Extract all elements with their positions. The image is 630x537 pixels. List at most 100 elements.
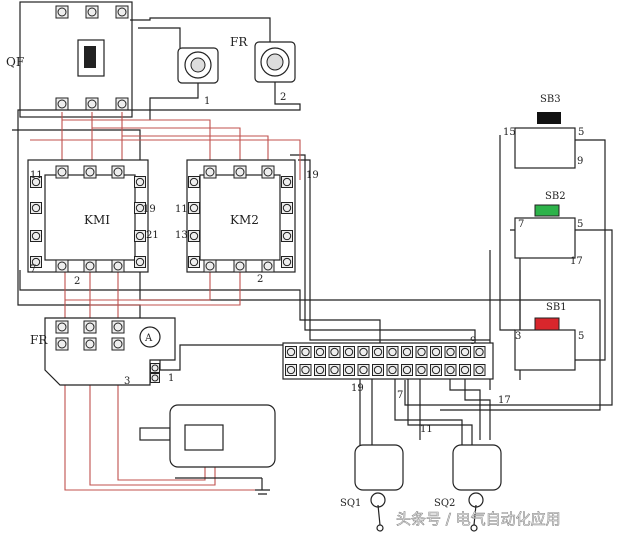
screw-icon [359, 347, 368, 357]
screw-icon [431, 347, 441, 357]
screw-icon [117, 99, 127, 109]
label-sb2-7: 7 [518, 219, 524, 230]
label-km2: KM2 [230, 213, 259, 227]
screw-terminal [444, 364, 457, 376]
label-km1-19: 19 [143, 204, 156, 215]
screw-icon [286, 365, 296, 375]
terminal-strip [282, 342, 494, 380]
screw-icon [113, 167, 123, 177]
screw-icon [263, 261, 273, 271]
screw-terminal [299, 346, 312, 358]
screw-terminal [134, 202, 146, 214]
label-sb1-5: 5 [578, 331, 584, 342]
screw-icon [263, 167, 273, 177]
screw-terminal [473, 346, 486, 358]
screw-icon [286, 347, 296, 357]
label-strip-9: 9 [470, 336, 476, 347]
screw-icon [359, 365, 368, 375]
screw-terminal [343, 364, 355, 376]
label-wire-7: 7 [397, 390, 403, 401]
sb2-button [514, 204, 576, 259]
screw-terminal [30, 202, 42, 214]
screw-terminal [134, 230, 146, 242]
screw-terminal [134, 256, 146, 268]
screw-icon [151, 374, 159, 382]
screw-terminal [401, 346, 413, 358]
screw-terminal [30, 256, 42, 268]
screw-terminal [281, 230, 293, 242]
screw-terminal [30, 230, 42, 242]
screw-icon [388, 347, 397, 357]
label-sb3: SB3 [540, 94, 561, 105]
screw-icon [282, 203, 292, 213]
label-km2-11: 11 [175, 204, 188, 215]
label-km2-2: 2 [257, 274, 263, 285]
screw-icon [57, 99, 67, 109]
screw-icon [57, 339, 67, 349]
label-fr-3: 3 [124, 376, 130, 387]
screw-icon [235, 167, 245, 177]
watermark: 头条号 / 电气自动化应用 [396, 510, 561, 528]
km1-contactor [27, 159, 149, 273]
screw-icon [446, 347, 455, 357]
screw-icon [330, 365, 339, 375]
screw-terminal [188, 176, 200, 188]
screw-icon [189, 177, 199, 187]
label-sb2-17: 17 [570, 256, 583, 267]
screw-icon [475, 365, 484, 375]
label-fr-1: 1 [168, 373, 174, 384]
label-fr-t1: 1 [204, 96, 210, 107]
screw-icon [344, 347, 354, 357]
screw-terminal [430, 364, 442, 376]
screw-icon [189, 203, 199, 213]
screw-icon [31, 257, 41, 267]
screw-terminal [299, 364, 312, 376]
screw-icon [85, 167, 95, 177]
screw-icon [417, 365, 426, 375]
screw-icon [151, 364, 159, 372]
label-sb1-3: 3 [515, 331, 521, 342]
screw-icon [388, 365, 397, 375]
screw-terminal [188, 202, 200, 214]
label-sq1: SQ1 [340, 498, 361, 509]
screw-icon [301, 347, 310, 357]
screw-icon [57, 322, 67, 332]
label-sb2-5: 5 [577, 219, 583, 230]
screw-icon [113, 322, 123, 332]
label-km1-11: 11 [30, 170, 43, 181]
sq1-limit-switch [354, 444, 404, 532]
label-wire-19: 19 [351, 383, 364, 394]
label-km1-7: 7 [30, 264, 36, 275]
screw-icon [135, 257, 145, 267]
label-km1-2: 2 [74, 276, 80, 287]
screw-terminal [401, 364, 413, 376]
screw-terminal [328, 364, 341, 376]
screw-terminal [150, 373, 160, 383]
screw-icon [87, 99, 97, 109]
screw-terminal [281, 202, 293, 214]
screw-terminal [444, 346, 457, 358]
label-wire-17: 17 [498, 395, 511, 406]
screw-terminal [372, 346, 384, 358]
screw-icon [330, 347, 339, 357]
sq2-limit-switch [452, 444, 502, 532]
screw-icon [475, 347, 484, 357]
label-sb3-9: 9 [577, 156, 583, 167]
label-sb2: SB2 [545, 191, 566, 202]
screw-icon [402, 365, 412, 375]
screw-icon [31, 203, 41, 213]
screw-terminal [30, 176, 42, 188]
screw-icon [57, 7, 67, 17]
screw-icon [282, 231, 292, 241]
screw-icon [113, 261, 123, 271]
screw-terminal [285, 346, 297, 358]
screw-icon [315, 365, 325, 375]
screw-terminal [314, 364, 326, 376]
label-qf: QF [6, 55, 24, 69]
screw-icon [446, 365, 455, 375]
screw-icon [135, 203, 145, 213]
label-fr-bottom: FR [30, 333, 48, 347]
screw-icon [282, 177, 292, 187]
label-fr-top: FR [230, 35, 248, 49]
label-sb3-15: 15 [503, 127, 516, 138]
